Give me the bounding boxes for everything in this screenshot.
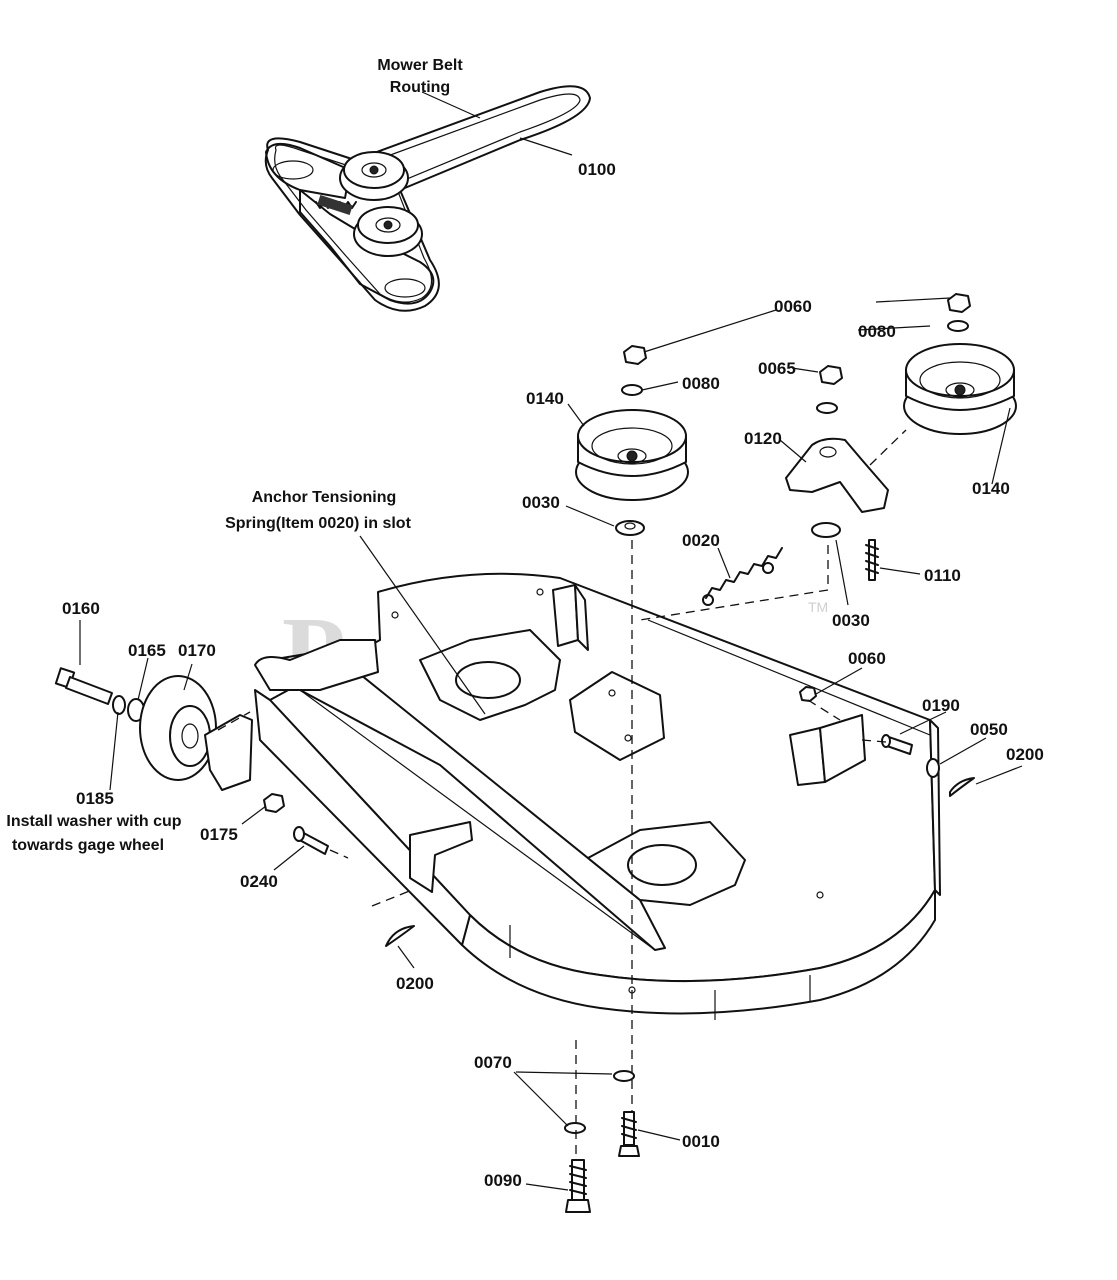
callout-0185: 0185 (76, 789, 114, 808)
callout-0010: 0010 (682, 1132, 720, 1151)
idler-pulley-right (903, 293, 1017, 435)
note-anchor-spring-line1: Anchor Tensioning (252, 489, 397, 506)
callout-0030: 0030 (522, 493, 560, 512)
callout-0060: 0060 (848, 649, 886, 668)
callout-0170: 0170 (178, 641, 216, 660)
note-belt-routing-line2: Routing (390, 79, 450, 96)
assembly-lines (217, 429, 907, 1160)
belt-routing-inset (264, 85, 591, 312)
idler-pulley-left (575, 345, 689, 536)
note-belt-routing-line1: Mower Belt (377, 57, 463, 74)
bottom-hardware (564, 1070, 640, 1213)
callout-0090: 0090 (484, 1171, 522, 1190)
note-washer-line1: Install washer with cup (6, 813, 181, 830)
callout-0200: 0200 (396, 974, 434, 993)
callout-0060: 0060 (774, 297, 812, 316)
callout-0120: 0120 (744, 429, 782, 448)
callout-0080: 0080 (858, 322, 896, 341)
callout-0140: 0140 (972, 479, 1010, 498)
callout-0240: 0240 (240, 872, 278, 891)
callout-0070: 0070 (474, 1053, 512, 1072)
note-washer-line2: towards gage wheel (12, 837, 164, 854)
right-side-hardware (799, 686, 975, 797)
callout-0020: 0020 (682, 531, 720, 550)
watermark-tm: TM (808, 599, 828, 615)
callout-0160: 0160 (62, 599, 100, 618)
leader-lines (79, 91, 1023, 1191)
note-anchor-spring-line2: Spring(Item 0020) in slot (225, 515, 411, 532)
callout-0140: 0140 (526, 389, 564, 408)
callout-0050: 0050 (970, 720, 1008, 739)
gauge-wheel-assembly (54, 667, 415, 947)
callout-0080: 0080 (682, 374, 720, 393)
callout-0175: 0175 (200, 825, 238, 844)
callout-0110: 0110 (924, 566, 961, 585)
callout-0190: 0190 (922, 696, 960, 715)
callout-0165: 0165 (128, 641, 166, 660)
idler-arm (702, 365, 889, 606)
callout-0100: 0100 (578, 160, 616, 179)
callout-0030: 0030 (832, 611, 870, 630)
callout-0065: 0065 (758, 359, 796, 378)
mower-deck (254, 572, 941, 1020)
callout-0200: 0200 (1006, 745, 1044, 764)
